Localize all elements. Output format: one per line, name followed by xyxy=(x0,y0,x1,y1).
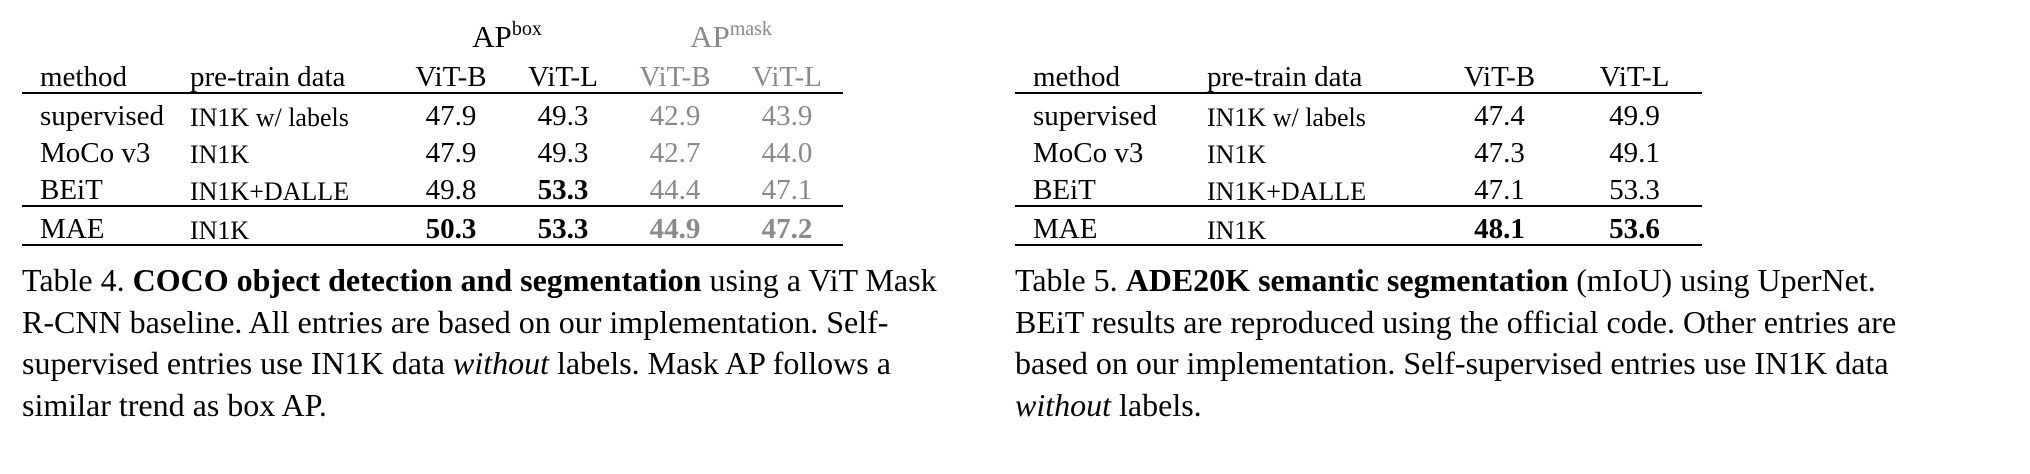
cell-method: MAE xyxy=(22,205,190,246)
cell-method: MoCo v3 xyxy=(1033,137,1144,169)
caption-label: Table 5. xyxy=(1015,262,1118,298)
cell-data: IN1K w/ labels xyxy=(190,103,349,132)
cell-data: IN1K xyxy=(1207,205,1432,246)
caption-text: using a ViT Mask R-CNN baseline. All ent… xyxy=(22,262,937,381)
table-row: MoCo v3 IN1K 47.9 49.3 42.7 44.0 xyxy=(22,131,843,168)
column-header-row: method pre-train data ViT-B ViT-L xyxy=(1015,52,1702,94)
cell-method: supervised xyxy=(1033,100,1158,132)
col-header-method: method xyxy=(22,52,190,94)
cell-data: IN1K+DALLE xyxy=(190,177,350,206)
cell-data: IN1K w/ labels xyxy=(1207,103,1366,132)
col-header-pretrain-data: pre-train data xyxy=(190,52,395,94)
cell-method: MAE xyxy=(1015,205,1207,246)
caption-text: (mIoU) using UperNet. BEiT results are r… xyxy=(1015,262,1897,381)
cell-data: IN1K xyxy=(190,140,250,169)
table-5: method pre-train data ViT-B ViT-L superv… xyxy=(1015,14,1702,246)
cell-vit-b: 47.4 xyxy=(1474,100,1525,132)
cell-method: supervised xyxy=(40,100,165,132)
cell-vit-l: 49.1 xyxy=(1609,137,1660,169)
cell-box-vit-b: 47.9 xyxy=(425,137,477,169)
caption-title: ADE20K semantic segmentation xyxy=(1125,262,1569,298)
cell-box-vit-l: 53.3 xyxy=(507,205,619,246)
table-row: BEiT IN1K+DALLE 49.8 53.3 44.4 47.1 xyxy=(22,168,843,206)
table-row: BEiT IN1K+DALLE 47.1 53.3 xyxy=(1015,168,1702,206)
col-header-vit-l: ViT-L xyxy=(1567,52,1702,94)
table-5-caption: Table 5. ADE20K semantic segmentation (m… xyxy=(1015,260,1930,426)
table-4-block: APbox APmask method pre-train data ViT-B… xyxy=(22,14,947,426)
cell-vit-l: 49.9 xyxy=(1609,100,1660,132)
cell-mask-vit-l: 44.0 xyxy=(761,137,813,169)
table-4-caption: Table 4. COCO object detection and segme… xyxy=(22,260,947,426)
table-row: MAE IN1K 48.1 53.6 xyxy=(1015,205,1702,246)
caption-text-end: labels. Mask AP follows a similar trend … xyxy=(22,345,891,423)
ap-box-header: APbox xyxy=(472,18,542,54)
cell-method: BEiT xyxy=(1033,174,1096,206)
col-header-vit-b: ViT-B xyxy=(1432,52,1567,94)
cell-mask-vit-l: 43.9 xyxy=(761,100,813,132)
caption-italic: without xyxy=(452,345,549,381)
cell-vit-b: 48.1 xyxy=(1432,205,1567,246)
cell-method: MoCo v3 xyxy=(40,137,151,169)
ap-mask-header: APmask xyxy=(690,18,772,54)
cell-mask-vit-l: 47.2 xyxy=(731,205,843,246)
caption-title: COCO object detection and segmentation xyxy=(132,262,702,298)
col-header-box-vit-b: ViT-B xyxy=(395,52,507,94)
cell-method: BEiT xyxy=(40,174,103,206)
table-row: MAE IN1K 50.3 53.3 44.9 47.2 xyxy=(22,205,843,246)
cell-box-vit-b: 49.8 xyxy=(425,174,477,206)
cell-box-vit-b: 50.3 xyxy=(395,205,507,246)
table-row: supervised IN1K w/ labels 47.9 49.3 42.9… xyxy=(22,93,843,131)
cell-data: IN1K+DALLE xyxy=(1207,177,1367,206)
cell-vit-l: 53.3 xyxy=(1609,174,1660,206)
cell-vit-b: 47.3 xyxy=(1474,137,1525,169)
cell-box-vit-l: 49.3 xyxy=(537,137,589,169)
cell-data: IN1K xyxy=(1207,140,1267,169)
col-header-method: method xyxy=(1015,52,1207,94)
cell-box-vit-l: 49.3 xyxy=(537,100,589,132)
cell-box-vit-l: 53.3 xyxy=(537,174,589,206)
column-header-row: method pre-train data ViT-B ViT-L ViT-B … xyxy=(22,52,843,94)
cell-vit-b: 47.1 xyxy=(1474,174,1525,206)
group-header-row: APbox APmask xyxy=(22,14,843,52)
cell-mask-vit-b: 42.9 xyxy=(649,100,701,132)
cell-mask-vit-l: 47.1 xyxy=(761,174,813,206)
cell-vit-l: 53.6 xyxy=(1567,205,1702,246)
table-row: MoCo v3 IN1K 47.3 49.1 xyxy=(1015,131,1702,168)
table-4: APbox APmask method pre-train data ViT-B… xyxy=(22,14,843,246)
table-row: supervised IN1K w/ labels 47.4 49.9 xyxy=(1015,93,1702,131)
cell-box-vit-b: 47.9 xyxy=(425,100,477,132)
caption-italic: without xyxy=(1015,386,1112,423)
table-5-block: method pre-train data ViT-B ViT-L superv… xyxy=(1015,14,1930,426)
col-header-mask-vit-b: ViT-B xyxy=(619,52,731,94)
col-header-mask-vit-l: ViT-L xyxy=(731,52,843,94)
cell-mask-vit-b: 44.4 xyxy=(649,174,701,206)
col-header-box-vit-l: ViT-L xyxy=(507,52,619,94)
cell-mask-vit-b: 42.7 xyxy=(649,137,701,169)
col-header-pretrain-data: pre-train data xyxy=(1207,52,1432,94)
caption-label: Table 4. xyxy=(22,262,125,298)
cell-data: IN1K xyxy=(190,205,395,246)
caption-text-end: labels. xyxy=(1111,386,1202,423)
cell-mask-vit-b: 44.9 xyxy=(619,205,731,246)
